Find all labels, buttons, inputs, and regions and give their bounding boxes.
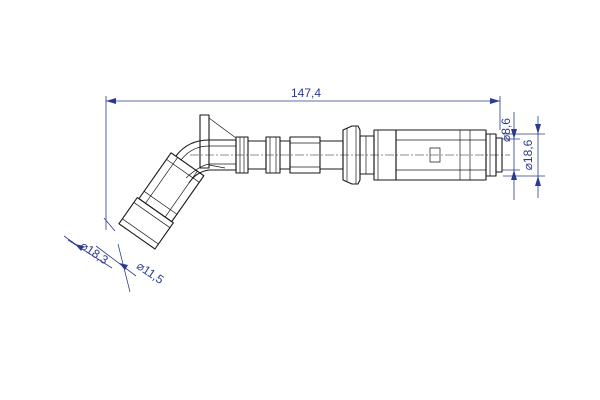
- dimension-overall-length: 147,4: [105, 86, 501, 230]
- arrow-head: [106, 98, 116, 104]
- dimension-left-inner-diameter: ⌀11,5: [95, 243, 167, 293]
- arrow-head: [119, 263, 128, 270]
- tube-ribs: [235, 136, 344, 174]
- dimension-right-inner-diameter: ⌀8,6: [499, 112, 520, 200]
- dimension-left-outer-diameter: ⌀18,3: [63, 217, 116, 269]
- right-end: [485, 133, 503, 177]
- left-outer-diameter-label: ⌀18,3: [78, 238, 111, 267]
- overall-length-label: 147,4: [291, 86, 321, 100]
- arrow-head: [75, 244, 84, 251]
- right-inner-diameter-label: ⌀8,6: [499, 118, 513, 142]
- hex-collar: [342, 125, 361, 185]
- angled-socket: [118, 152, 205, 250]
- mounting-flange: [199, 114, 210, 169]
- arrow-head: [511, 170, 517, 180]
- dimension-right-outer-diameter: ⌀18,6: [503, 116, 545, 198]
- hose-fitting-part: [118, 114, 510, 250]
- elbow-bend: [175, 139, 210, 184]
- right-outer-diameter-label: ⌀18,6: [521, 139, 535, 170]
- left-inner-diameter-label: ⌀11,5: [134, 259, 167, 287]
- arrow-head: [490, 98, 500, 104]
- flange-bevel: [208, 117, 237, 169]
- arrow-head: [535, 176, 541, 186]
- arrow-head: [535, 124, 541, 134]
